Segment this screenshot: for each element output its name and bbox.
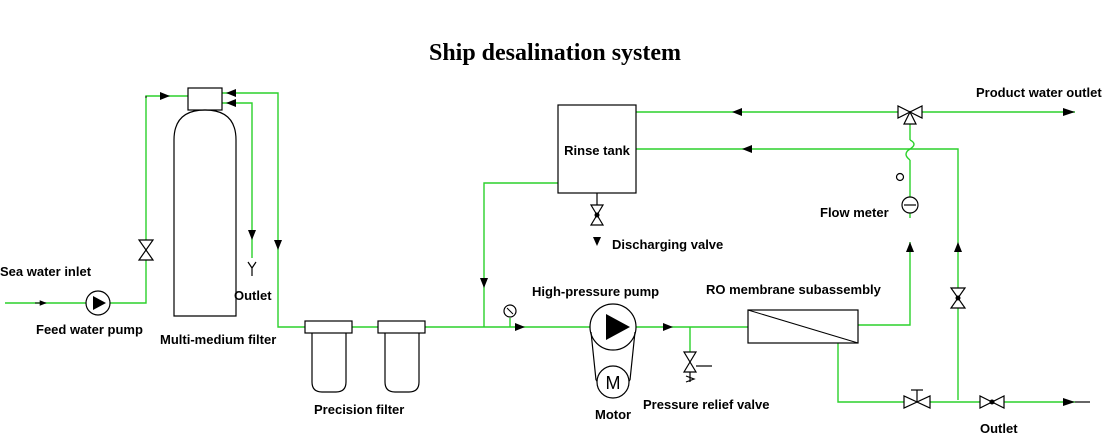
return-line-valve-symbol [949,287,967,309]
label-multi-medium-filter: Multi-medium filter [160,332,276,347]
multi-medium-filter-symbol [173,87,237,317]
label-precision-filter: Precision filter [314,402,404,417]
label-ro-membrane: RO membrane subassembly [706,282,882,297]
feed-valve-symbol [137,239,155,261]
product-water-valve-symbol [897,105,923,125]
pipe-crossover [905,139,915,161]
pressure-gauge-symbol [503,304,517,318]
flow-meter-symbol [895,172,919,214]
label-pressure-relief-valve: Pressure relief valve [643,397,769,412]
pressure-relief-valve-symbol [682,351,712,383]
motor-symbol: M [596,365,630,399]
label-product-water-outlet: Product water outlet [976,85,1102,100]
flow-arrows [35,89,1090,406]
bottom-valve-symbol [903,389,931,409]
pipe-network [5,92,1075,403]
filter-outlet-valve [247,261,257,276]
precision-filter-1 [304,320,353,393]
label-outlet-bottom: Outlet [980,421,1018,436]
label-discharging-valve: Discharging valve [612,237,723,252]
discharging-valve-symbol [589,193,605,246]
label-high-pressure-pump: High-pressure pump [532,284,659,299]
label-filter-outlet: Outlet [234,288,272,303]
feed-water-pump-symbol [85,290,111,316]
diagram-title: Ship desalination system [429,40,681,66]
label-rinse-tank: Rinse tank [564,143,631,158]
motor-letter: M [606,373,621,393]
label-motor: Motor [595,407,631,422]
high-pressure-pump-symbol [589,303,637,351]
label-sea-water-inlet: Sea water inlet [0,264,92,279]
outlet-valve-symbol [979,395,1005,409]
label-flow-meter: Flow meter [820,205,889,220]
ro-membrane-symbol [747,309,859,344]
rinse-tank-symbol [557,104,637,194]
precision-filter-2 [377,320,426,393]
label-feed-water-pump: Feed water pump [36,322,143,337]
